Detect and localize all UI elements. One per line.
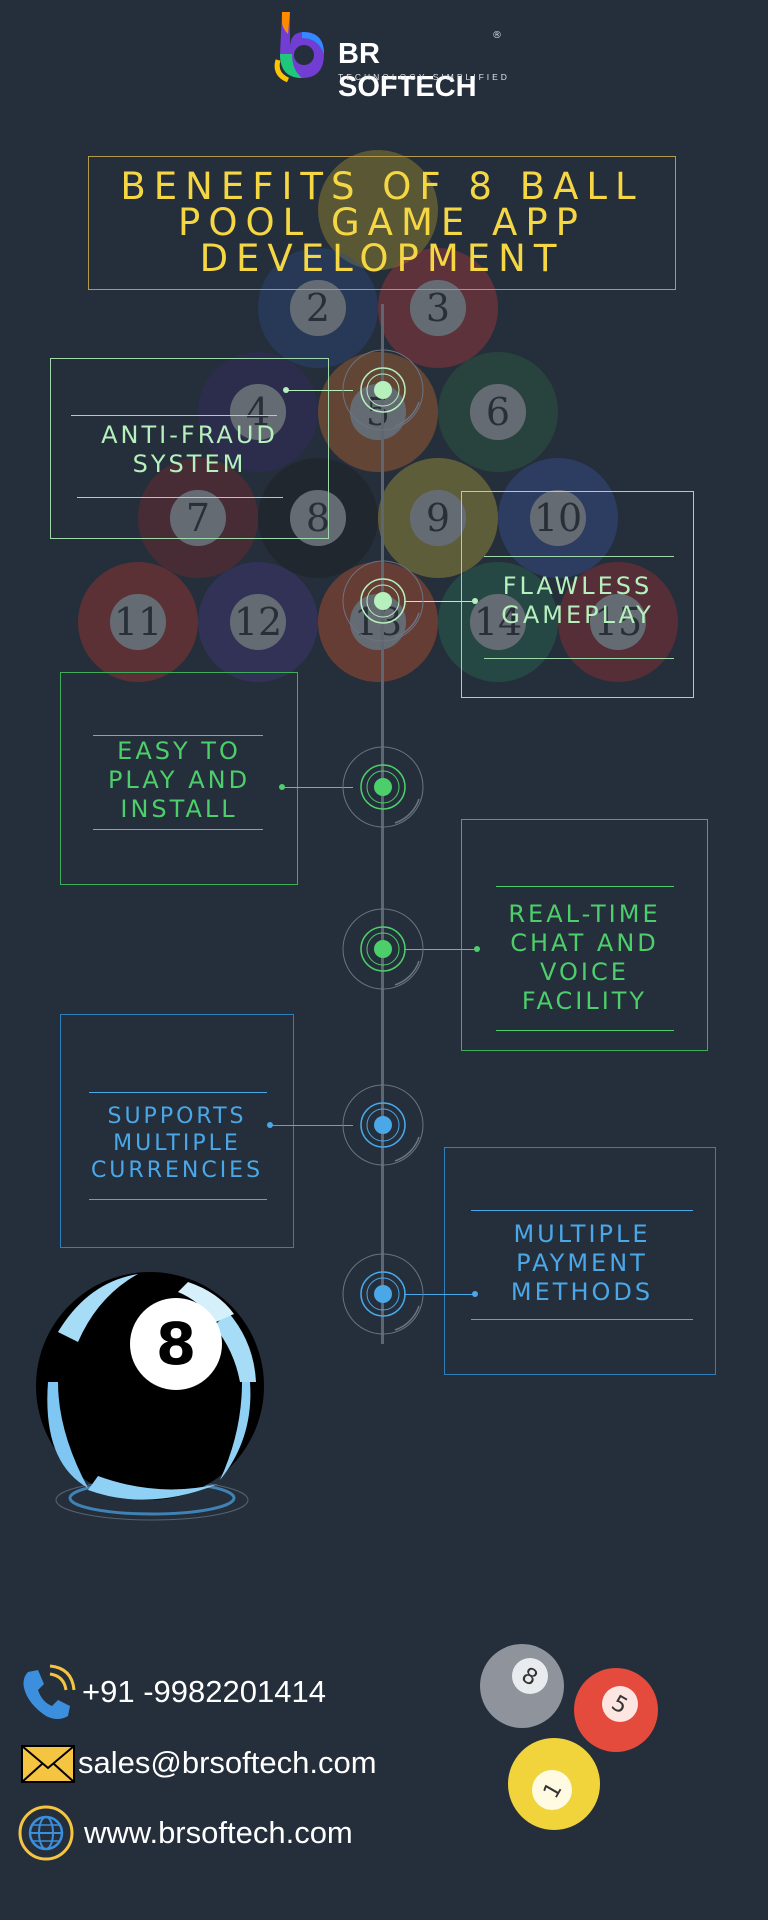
connector-line (287, 390, 353, 391)
bg-ball (318, 150, 438, 270)
timeline-node (342, 560, 424, 642)
globe-icon (18, 1805, 74, 1861)
connector-line (271, 1125, 353, 1126)
benefit-label: FLAWLESS GAMEPLAY (501, 572, 654, 629)
benefit-label: REAL-TIME CHAT AND VOICE FACILITY (508, 900, 661, 1015)
bg-ball: 2 (258, 248, 378, 368)
bg-ball-number: 7 (170, 490, 226, 546)
card-divider (89, 1092, 267, 1093)
connector-line (404, 601, 476, 602)
card-divider (471, 1319, 693, 1320)
bg-ball: 12 (198, 562, 318, 682)
bg-ball: 7 (138, 458, 258, 578)
timeline-line (381, 304, 384, 1344)
benefit-card-payment-methods: MULTIPLE PAYMENT METHODS (444, 1147, 716, 1375)
eight-ball-illustration: 8 (28, 1262, 278, 1522)
connector-dot (474, 946, 480, 952)
email-icon (21, 1745, 75, 1783)
bg-ball: 10 (498, 458, 618, 578)
bg-ball: 15 (558, 562, 678, 682)
bg-ball-number: 14 (470, 594, 526, 650)
card-divider (93, 735, 263, 736)
bg-ball: 14 (438, 562, 558, 682)
bg-ball: 3 (378, 248, 498, 368)
benefit-label: EASY TO PLAY AND INSTALL (107, 737, 251, 823)
bg-ball: 9 (378, 458, 498, 578)
bg-ball-number: 10 (530, 490, 586, 546)
benefit-label: MULTIPLE PAYMENT METHODS (510, 1220, 654, 1306)
connector-line (404, 949, 478, 950)
benefit-card-easy-to-play: EASY TO PLAY AND INSTALL (60, 672, 298, 885)
bg-ball: 6 (438, 352, 558, 472)
benefit-label: ANTI-FRAUD SYSTEM (101, 421, 278, 478)
email-address: sales@brsoftech.com (78, 1745, 377, 1780)
card-divider (496, 1030, 674, 1031)
page-title: BENEFITS OF 8 BALL POOL GAME APP DEVELOP… (120, 165, 644, 280)
card-divider (89, 1199, 267, 1200)
timeline-node (342, 908, 424, 990)
card-divider (484, 556, 674, 557)
bg-ball-number: 6 (470, 384, 526, 440)
decor-balls: 8 5 1 (470, 1636, 670, 1836)
bg-ball-number: 15 (590, 594, 646, 650)
phone-number: +91 -9982201414 (82, 1674, 326, 1709)
bg-ball-number: 9 (410, 490, 466, 546)
contact-email[interactable]: sales@brsoftech.com (18, 1740, 418, 1792)
eight-ball-graphic: 8 (36, 1272, 264, 1521)
card-divider (496, 886, 674, 887)
bg-ball-number: 11 (110, 594, 166, 650)
bg-ball: 11 (78, 562, 198, 682)
website-url: www.brsoftech.com (84, 1815, 353, 1850)
phone-icon (23, 1664, 76, 1719)
title-box: BENEFITS OF 8 BALL POOL GAME APP DEVELOP… (88, 156, 676, 290)
bg-ball: 4 (198, 352, 318, 472)
bg-ball-number: 12 (230, 594, 286, 650)
brand-logo-icon (274, 12, 324, 83)
bg-ball-number: 4 (230, 384, 286, 440)
connector-dot (279, 784, 285, 790)
contact-phone[interactable]: +91 -9982201414 (18, 1664, 378, 1724)
card-divider (77, 497, 283, 498)
brand-tagline: TECHNOLOGY SIMPLIFIED (338, 72, 510, 82)
card-divider (484, 658, 674, 659)
timeline-node (342, 1084, 424, 1166)
connector-dot (283, 387, 289, 393)
connector-dot (472, 598, 478, 604)
bg-ball-number: 8 (290, 490, 346, 546)
benefit-card-anti-fraud: ANTI-FRAUD SYSTEM (50, 358, 329, 539)
benefit-card-currencies: SUPPORTS MULTIPLE CURRENCIES (60, 1014, 294, 1248)
connector-line (283, 787, 353, 788)
timeline-node (342, 746, 424, 828)
decor-balls-graphic: 8 5 1 (480, 1644, 658, 1830)
benefit-label: SUPPORTS MULTIPLE CURRENCIES (90, 1104, 264, 1183)
contact-website[interactable]: www.brsoftech.com (18, 1805, 418, 1863)
timeline-node (342, 349, 424, 431)
eight-ball-number: 8 (156, 1310, 196, 1378)
bg-ball: 8 (258, 458, 378, 578)
card-divider (71, 415, 277, 416)
timeline-node (342, 1253, 424, 1335)
registered-mark: ® (492, 30, 502, 41)
brand-name: BR SOFTECH (338, 38, 477, 103)
connector-dot (267, 1122, 273, 1128)
card-divider (93, 829, 263, 830)
connector-dot (472, 1291, 478, 1297)
connector-line (404, 1294, 474, 1295)
benefit-card-chat-voice: REAL-TIME CHAT AND VOICE FACILITY (461, 819, 708, 1051)
benefit-card-flawless-gameplay: FLAWLESS GAMEPLAY (461, 491, 694, 698)
card-divider (471, 1210, 693, 1211)
bg-ball: 5 (318, 352, 438, 472)
brand-logo: BR SOFTECH ® TECHNOLOGY SIMPLIFIED (262, 8, 512, 103)
